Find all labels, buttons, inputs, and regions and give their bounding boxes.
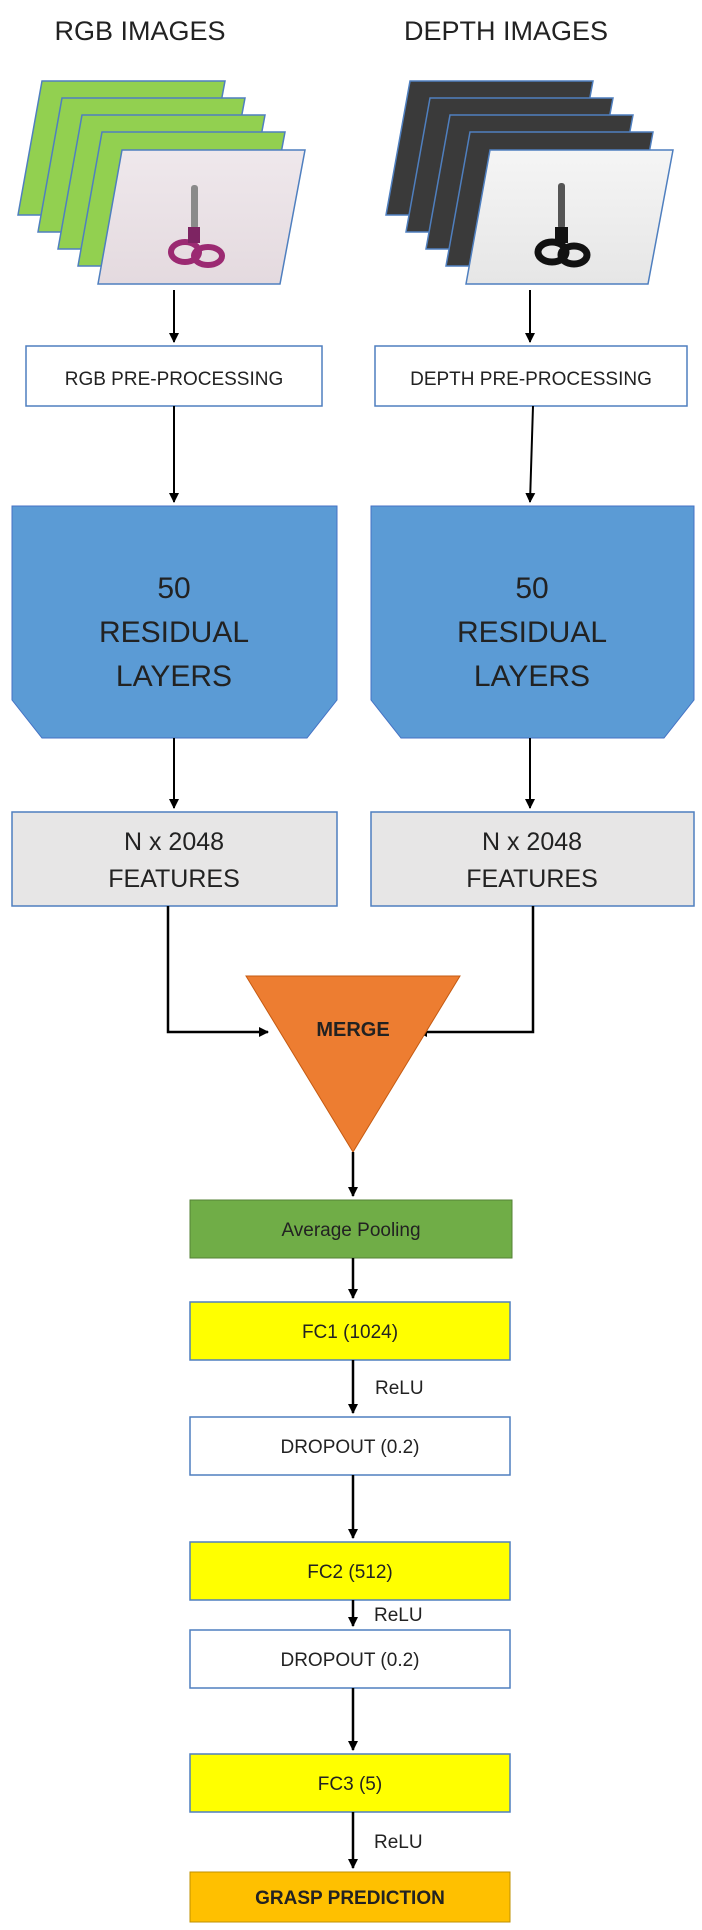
- fc3-label: FC3 (5): [318, 1774, 382, 1795]
- relu-label-2: ReLU: [374, 1605, 423, 1626]
- arrow-rgb-features-to-merge: [166, 906, 269, 1037]
- fc1-box: [189, 1301, 511, 1361]
- average-pooling-box: [189, 1199, 513, 1259]
- rgb-features-box: [11, 811, 338, 907]
- depth-preprocessing-box: [374, 345, 688, 407]
- rgb-residual-line3: LAYERS: [116, 660, 232, 693]
- grasp-prediction-box: [189, 1871, 511, 1923]
- rgb-features-line1: N x 2048: [124, 828, 224, 856]
- rgb-residual-line2: RESIDUAL: [99, 616, 249, 649]
- depth-features-box: [370, 811, 695, 907]
- depth-photo-frame: [465, 149, 674, 285]
- grasp-prediction-label: GRASP PREDICTION: [255, 1888, 445, 1909]
- arrow-depth-preprocessing-to-residual: [525, 405, 536, 503]
- dropout1-box: [189, 1416, 511, 1476]
- dropout2-label: DROPOUT (0.2): [280, 1650, 419, 1671]
- depth-residual-line2: RESIDUAL: [457, 616, 607, 649]
- rgb-features-line2: FEATURES: [108, 865, 240, 893]
- relu-label-1: ReLU: [375, 1378, 424, 1399]
- average-pooling-label: Average Pooling: [281, 1220, 420, 1241]
- fc2-label: FC2 (512): [307, 1562, 393, 1583]
- depth-preprocessing-label: DEPTH PRE-PROCESSING: [410, 369, 652, 390]
- rgb-image-stack: [17, 80, 306, 285]
- fc1-label: FC1 (1024): [302, 1322, 398, 1343]
- arrow-depth-features-to-merge: [417, 906, 535, 1037]
- relu-label-3: ReLU: [374, 1832, 423, 1853]
- depth-features-line1: N x 2048: [482, 828, 582, 856]
- depth-residual-line3: LAYERS: [474, 660, 590, 693]
- rgb-preprocessing-label: RGB PRE-PROCESSING: [65, 369, 284, 390]
- depth-images-header: DEPTH IMAGES: [404, 16, 608, 46]
- fc3-box: [189, 1753, 511, 1813]
- scissors-color-icon: [168, 185, 225, 268]
- scissors-depth-icon: [534, 183, 591, 268]
- rgb-residual-line1: 50: [157, 572, 190, 605]
- rgb-residual-block: [11, 505, 338, 739]
- merge-node: [245, 975, 461, 1153]
- rgb-photo-frame: [97, 149, 306, 285]
- depth-image-stack: [385, 80, 674, 285]
- fc2-box: [189, 1541, 511, 1601]
- merge-label: MERGE: [316, 1019, 389, 1041]
- depth-residual-line1: 50: [515, 572, 548, 605]
- depth-features-line2: FEATURES: [466, 865, 598, 893]
- rgb-images-header: RGB IMAGES: [54, 16, 225, 46]
- depth-residual-block: [370, 505, 695, 739]
- dropout2-box: [189, 1629, 511, 1689]
- dropout1-label: DROPOUT (0.2): [280, 1437, 419, 1458]
